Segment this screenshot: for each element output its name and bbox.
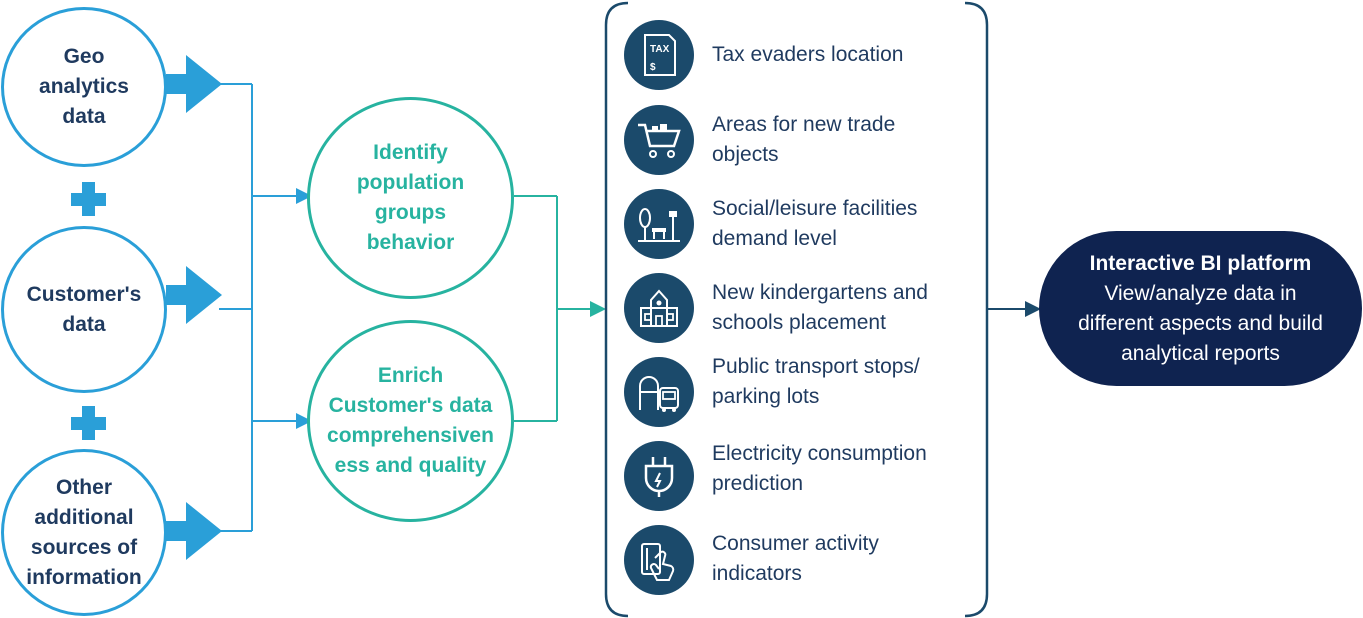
card-payment-icon bbox=[624, 525, 694, 595]
process-identify-behavior: Identify population groups behavior bbox=[307, 97, 514, 299]
outcome-label: New kindergartens and schools placement bbox=[712, 281, 928, 334]
outcome-label: Areas for new trade objects bbox=[712, 113, 896, 166]
outcome-label: Public transport stops/ parking lots bbox=[712, 355, 920, 408]
school-building-icon bbox=[624, 273, 694, 343]
source-arrow-2 bbox=[166, 266, 222, 324]
source-other-information: Other additional sources of information bbox=[1, 449, 167, 616]
source-label: Customer's data bbox=[26, 282, 142, 336]
source-label: Geo analytics data bbox=[39, 45, 129, 128]
svg-text:TAX: TAX bbox=[650, 44, 670, 55]
outcomes-bracket bbox=[964, 1, 989, 618]
bi-platform-description: View/analyze data in different aspects a… bbox=[1078, 281, 1323, 365]
park-icon bbox=[624, 189, 694, 259]
process-label: Enrich Customer's data comprehensiven es… bbox=[327, 364, 494, 477]
bi-platform-title: Interactive BI platform bbox=[1089, 251, 1312, 275]
outcome-label: Social/leisure facilities demand level bbox=[712, 197, 918, 250]
process-bus-line bbox=[514, 195, 606, 422]
process-enrich-data: Enrich Customer's data comprehensiven es… bbox=[307, 320, 514, 522]
source-arrow-3 bbox=[166, 502, 222, 560]
svg-text:$: $ bbox=[650, 62, 656, 73]
outcome-label: Electricity consumption prediction bbox=[712, 442, 927, 495]
process-label: Identify population groups behavior bbox=[356, 141, 465, 254]
outcome-label: Consumer activity indicators bbox=[712, 532, 879, 585]
plus-icon bbox=[71, 406, 106, 440]
bus-stop-icon bbox=[624, 357, 694, 427]
source-bus-line bbox=[219, 83, 312, 532]
source-label: Other additional sources of information bbox=[26, 475, 142, 589]
outcomes-bracket bbox=[604, 1, 629, 618]
source-geo-analytics: Geo analytics data bbox=[1, 7, 167, 167]
shopping-cart-icon bbox=[624, 105, 694, 175]
outcome-label: Tax evaders location bbox=[712, 43, 904, 66]
source-arrow-1 bbox=[166, 55, 222, 113]
plus-icon bbox=[71, 182, 106, 216]
electric-plug-icon bbox=[624, 441, 694, 511]
bi-platform: Interactive BI platform View/analyze dat… bbox=[1039, 231, 1362, 386]
tax-document-icon: TAX $ bbox=[624, 20, 694, 90]
source-customer-data: Customer's data bbox=[1, 226, 167, 393]
